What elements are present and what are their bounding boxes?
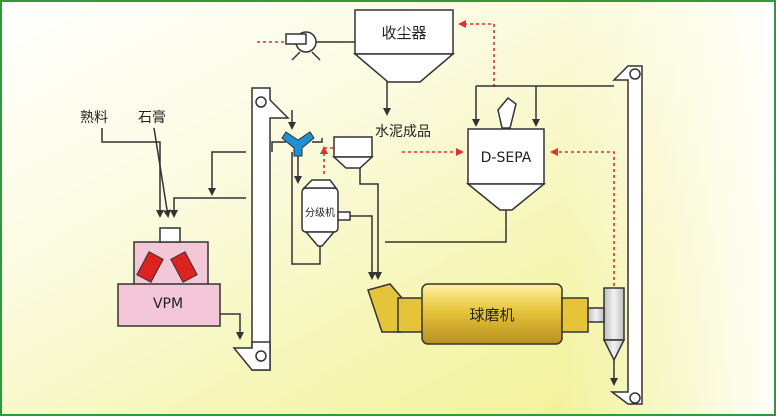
bucket-elevator-center xyxy=(232,87,290,371)
gypsum-label: 石膏 xyxy=(138,109,166,126)
splitter-left-line xyxy=(271,141,286,152)
dust-collector-label: 收尘器 xyxy=(381,24,426,42)
air-line-mill-to-separator xyxy=(550,148,615,292)
d-sepa-separator: D-SEPA xyxy=(465,85,614,211)
classifier-return-line xyxy=(291,152,321,265)
fan-icon xyxy=(285,31,355,61)
hopper-to-mill-line xyxy=(359,168,382,280)
air-line-separator-to-collector xyxy=(458,20,495,87)
cement-product-label: 水泥成品 xyxy=(375,124,431,140)
classifier: 分级机 xyxy=(301,179,351,247)
dust-collector: 收尘器 xyxy=(352,9,456,83)
clinker-label: 熟料 xyxy=(80,110,108,126)
return-to-vpm-line xyxy=(208,151,246,196)
ball-mill: 球磨机 xyxy=(367,283,589,345)
clinker-feed-line xyxy=(101,128,164,218)
vpm-mill: VPM xyxy=(117,227,221,327)
background-fade xyxy=(562,2,774,414)
vpm-to-elevator-line xyxy=(220,313,244,340)
bucket-elevator-right xyxy=(609,65,643,405)
elevator-feed-line xyxy=(170,197,246,218)
vpm-label: VPM xyxy=(153,296,183,312)
ball-mill-label: 球磨机 xyxy=(469,306,514,324)
coarse-return-line xyxy=(385,210,507,243)
splitter-icon xyxy=(281,131,315,157)
small-hopper xyxy=(332,136,374,169)
gypsum-feed-line xyxy=(153,127,172,218)
splitter-right-line xyxy=(312,138,323,143)
classifier-to-mill-line xyxy=(350,215,376,280)
classifier-label: 分级机 xyxy=(305,206,335,219)
d-sepa-label: D-SEPA xyxy=(481,150,532,166)
mill-discharge xyxy=(587,287,626,362)
